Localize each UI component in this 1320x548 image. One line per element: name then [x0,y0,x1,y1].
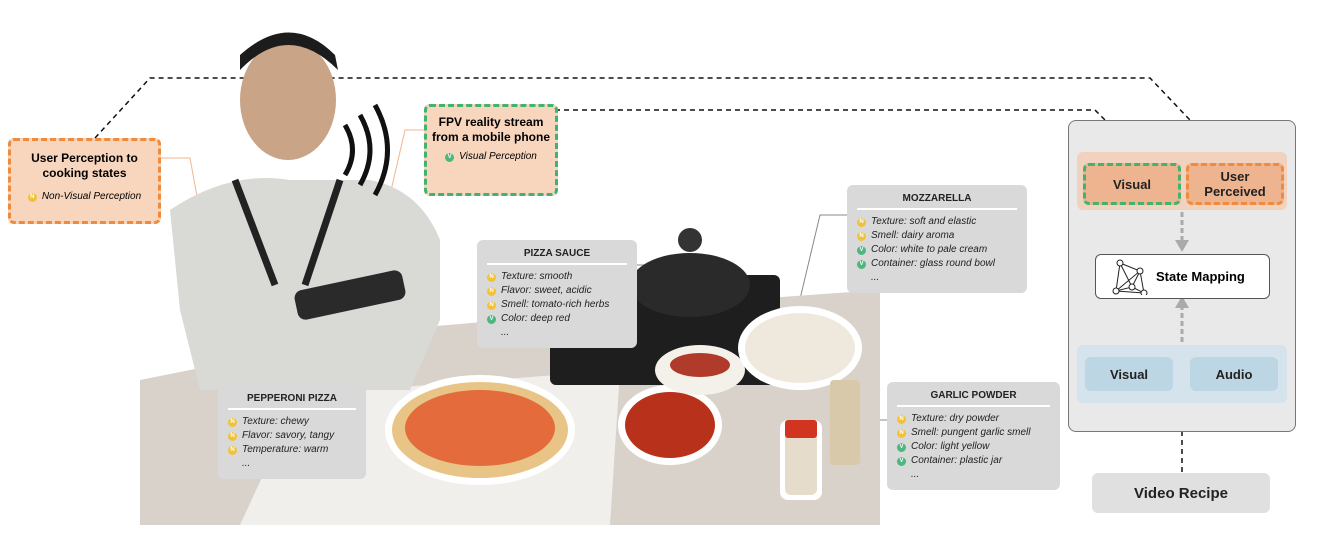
attribute-text: Texture: dry powder [911,413,1000,424]
card-attribute: V Color: deep red [487,312,627,326]
visual-badge-icon: V [445,153,455,162]
chest-harness [231,178,344,287]
graph-network-icon [1112,259,1148,295]
perception-badge-icon: N [857,232,866,241]
visual-perception-label: Visual Perception [459,151,537,162]
card-attribute: N Flavor: sweet, acidic [487,284,627,298]
visual-perceived-box: Visual [1083,163,1181,205]
card-attribute: N Smell: tomato-rich herbs [487,298,627,312]
card-attribute: N Flavor: savory, tangy [228,429,356,443]
state-mapping-label: State Mapping [1156,269,1245,284]
attribute-text: Texture: chewy [242,416,309,427]
card-attribute: N Temperature: warm [228,443,356,457]
attribute-text: Smell: tomato-rich herbs [501,299,610,310]
card-attribute: V Container: plastic jar [897,454,1050,468]
perception-badge-icon: V [487,315,496,324]
attribute-text: Texture: soft and elastic [871,216,977,227]
perception-badge-icon: V [897,457,906,466]
card-attribute: N Texture: dry powder [897,412,1050,426]
card-attribute: N Smell: pungent garlic smell [897,426,1050,440]
perception-badge-icon: N [487,287,496,296]
attribute-text: Texture: smooth [501,271,573,282]
card-more: ... [242,458,251,469]
user-perceived-box: User Perceived [1186,163,1284,205]
perception-badge-icon: N [228,418,237,427]
card-attribute: N Texture: soft and elastic [857,215,1017,229]
perception-badge-icon: V [897,443,906,452]
perception-badge-icon: N [857,218,866,227]
attribute-text: Smell: dairy aroma [871,230,955,241]
perception-badge-icon: N [487,273,496,282]
pizza-sauce-bowl [625,392,715,458]
user-perception-box: User Perception to cooking states N Non-V… [8,138,161,224]
mozzarella-bowl [745,313,855,383]
perception-badge-icon: N [897,415,906,424]
fpv-stream-box: FPV reality stream from a mobile phone V… [424,104,558,196]
attribute-text: Color: light yellow [911,441,990,452]
state-mapping-box: State Mapping [1095,254,1270,299]
mobile-phone [294,270,406,320]
card-more: ... [501,327,510,338]
garlic-powder-jar [785,425,817,495]
card-title: PEPPERONI PIZZA [228,393,356,410]
attribute-text: Color: white to pale cream [871,244,988,255]
attribute-text: Flavor: savory, tangy [242,430,335,441]
attribute-text: Container: plastic jar [911,455,1003,466]
pot [630,253,750,317]
card-attribute: V Color: light yellow [897,440,1050,454]
user-perception-title: User Perception to cooking states [31,151,138,180]
perception-badge-icon: N [897,429,906,438]
card-title: MOZZARELLA [857,193,1017,210]
attribute-text: Container: glass round bowl [871,258,995,269]
spice-jar [830,380,860,465]
kitchen-photo [140,32,880,525]
person-head [240,40,336,160]
card-title: GARLIC POWDER [897,390,1050,407]
visual-input-box: Visual [1085,357,1173,391]
card-more: ... [911,469,920,480]
card-more: ... [871,272,880,283]
attribute-text: Flavor: sweet, acidic [501,285,592,296]
perception-badge-icon: N [228,432,237,441]
non-visual-badge-icon: N [27,193,37,202]
non-visual-label: Non-Visual Perception [41,191,142,202]
card-attribute: V Color: white to pale cream [857,243,1017,257]
perception-badge-icon: N [487,301,496,310]
fpv-title: FPV reality stream from a mobile phone [431,115,550,144]
attribute-text: Smell: pungent garlic smell [911,427,1031,438]
perception-badge-icon: V [857,246,866,255]
person-hair [240,32,338,70]
card-attribute: N Texture: chewy [228,415,356,429]
card-attribute: V Container: glass round bowl [857,257,1017,271]
video-recipe-box: Video Recipe [1092,473,1270,513]
attribute-text: Color: deep red [501,313,570,324]
card-title: PIZZA SAUCE [487,248,627,265]
card-attribute: N Smell: dairy aroma [857,229,1017,243]
audio-input-box: Audio [1190,357,1278,391]
perception-badge-icon: N [228,446,237,455]
perception-badge-icon: V [857,260,866,269]
attribute-text: Temperature: warm [242,444,329,455]
gray-arrows [1175,212,1189,342]
signal-waves-icon [342,103,390,197]
card-attribute: N Texture: smooth [487,270,627,284]
pot-lid-knob [678,228,702,252]
